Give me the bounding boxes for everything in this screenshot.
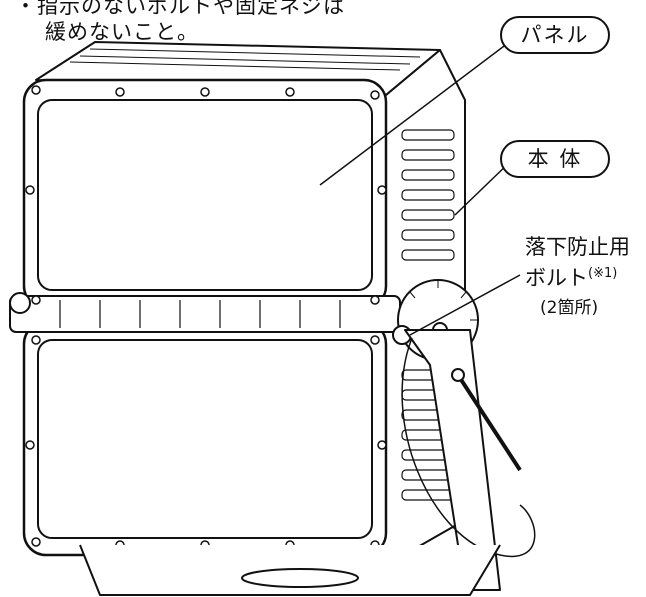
bolt-count-label: (2箇所): [540, 298, 599, 318]
side-fins: [401, 129, 455, 501]
panel-label: パネル: [500, 16, 610, 54]
mounting-arm: [404, 329, 501, 591]
caution-note-line-1: ・指示のないボルトや固定ネジは: [15, 0, 345, 18]
middle-bracket: [9, 295, 401, 333]
safety-wire: [401, 337, 536, 558]
bolt-leader-line: [409, 274, 521, 336]
bolt-label-line-1: 落下防止用: [525, 235, 630, 259]
left-pivot: [9, 292, 31, 314]
support-rod: [456, 373, 522, 472]
top-fins: [69, 48, 421, 71]
upper-panel-frame: [22, 78, 388, 310]
bolt-label-line-2: ボルト(※1): [525, 262, 617, 290]
bolt-label-text: ボルト: [525, 266, 588, 290]
lower-panel-glass: [37, 339, 373, 539]
bolt-footnote-ref: (※1): [588, 266, 618, 281]
base-hole: [241, 568, 359, 588]
body-label: 本 体: [500, 140, 610, 178]
panel-leader-line: [319, 39, 513, 186]
lower-panel-frame: [22, 320, 388, 557]
caution-note-line-2: 緩めないこと。: [45, 20, 199, 44]
upper-panel-glass: [37, 99, 373, 291]
